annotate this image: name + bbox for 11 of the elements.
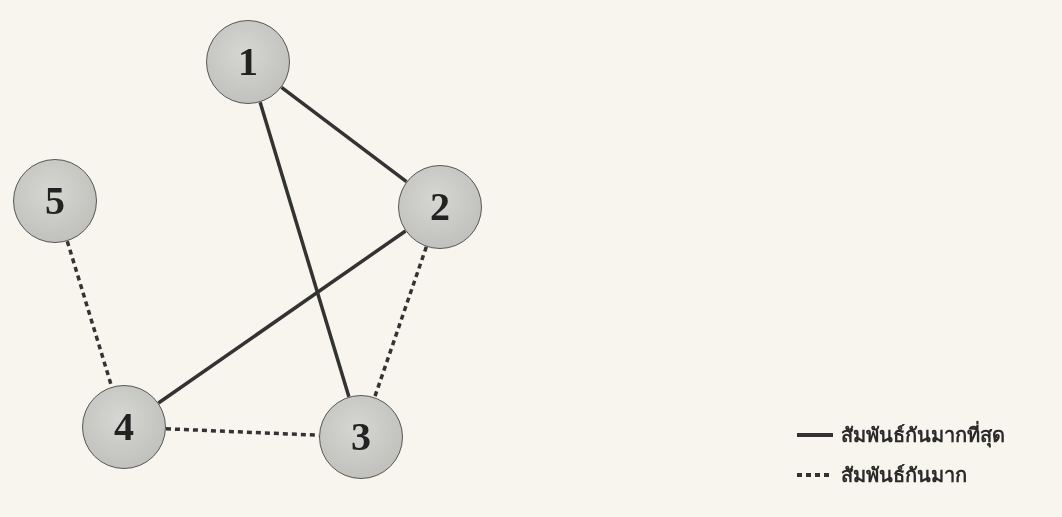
connector-line: [280, 85, 408, 184]
node-number: 5: [45, 181, 65, 221]
legend-text: สัมพันธ์กันมากที่สุด: [841, 420, 1005, 450]
connector-line: [157, 229, 407, 405]
node-number: 4: [114, 407, 134, 447]
node-number: 3: [351, 417, 371, 457]
node-number: 1: [238, 42, 258, 82]
dotted-connector: [373, 246, 428, 398]
legend-text: สัมพันธ์กันมาก: [841, 462, 967, 489]
connector-line: [258, 101, 351, 398]
node-number: 2: [430, 187, 450, 227]
